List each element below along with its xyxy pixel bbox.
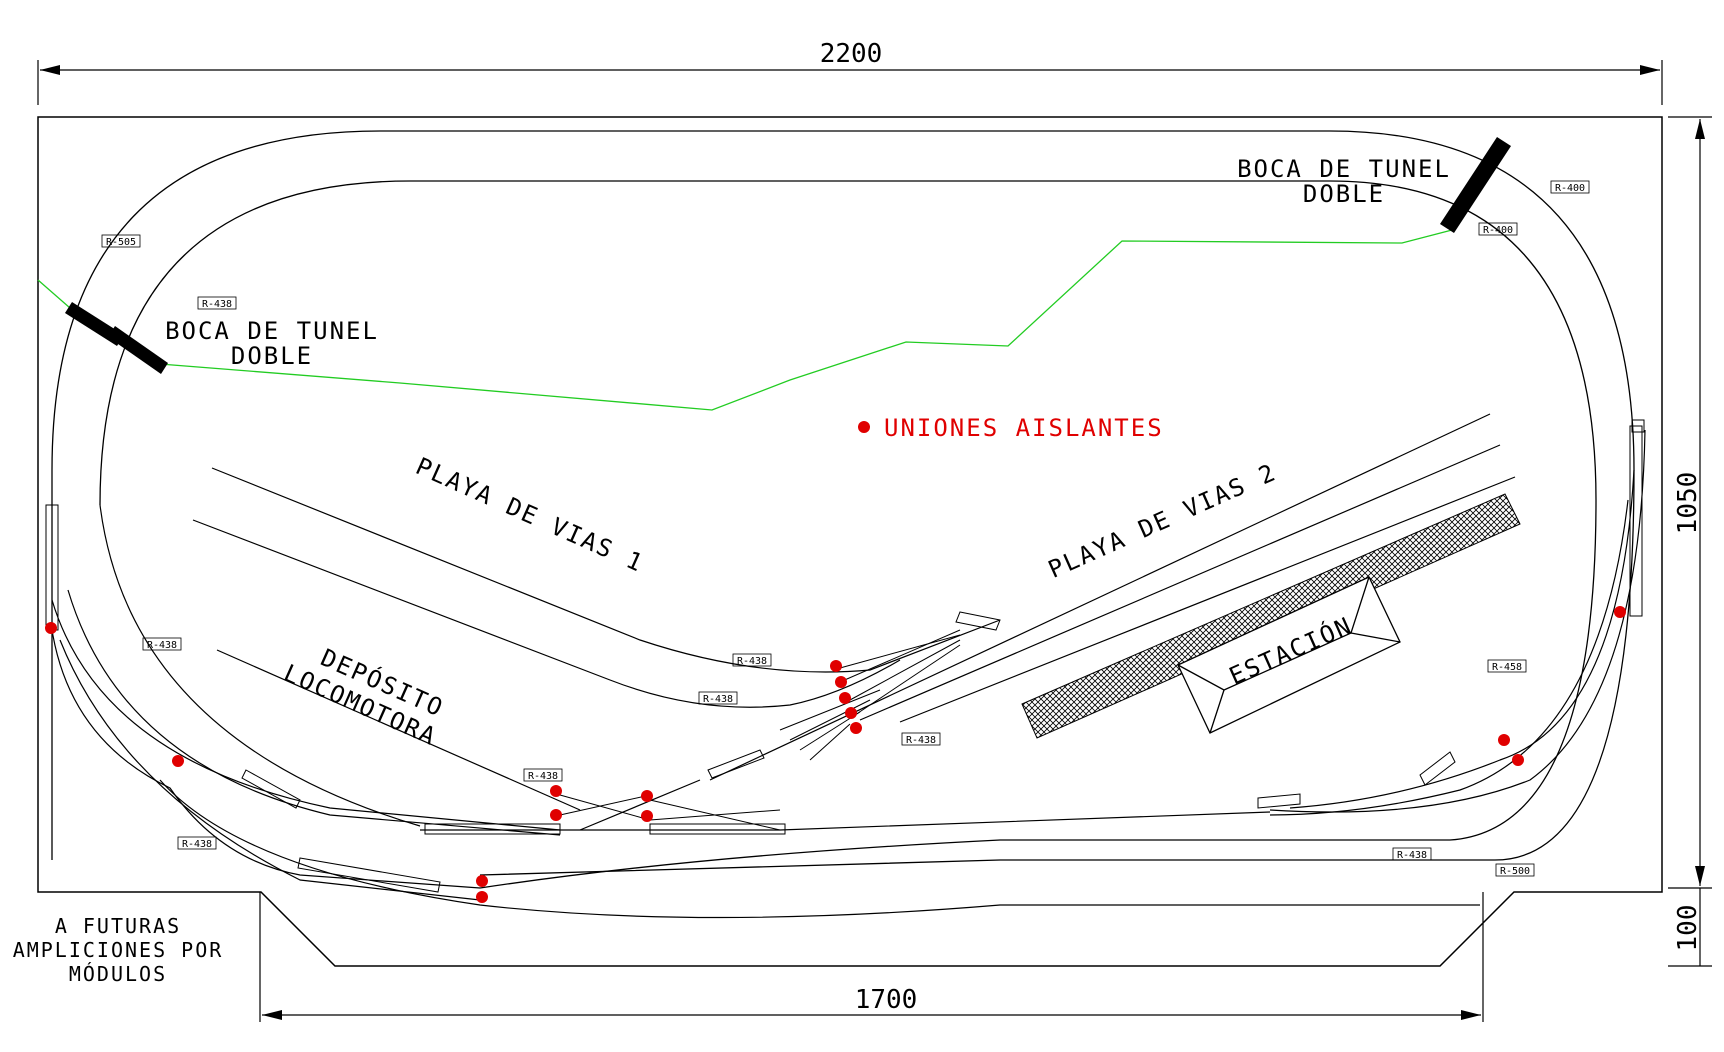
radius-tag: R-438: [147, 640, 177, 651]
dimension-bottom-value: 1700: [855, 985, 918, 1015]
radius-tag: R-438: [202, 299, 232, 310]
left-curves: [51, 504, 1480, 919]
radius-tags: [101, 180, 1590, 877]
station-building: [1177, 576, 1401, 734]
tunnel-left-label-line1: BOCA DE TUNEL: [165, 317, 379, 345]
radius-tag: R-505: [106, 237, 136, 248]
dimension-top-value: 2200: [820, 39, 883, 69]
yard-1-label: PLAYA DE VIAS 1: [412, 452, 649, 578]
yard-2-tracks: [579, 413, 1516, 831]
tunnel-left-label-line2: DOBLE: [231, 342, 313, 370]
legend-label: UNIONES AISLANTES: [884, 414, 1164, 442]
tunnel-right-label-line2: DOBLE: [1303, 180, 1385, 208]
station-platform-hatched: [1021, 493, 1521, 739]
dimension-front-depth-value: 100: [1673, 905, 1703, 952]
radius-tag: R-458: [1492, 662, 1522, 673]
inner-loop-track: [99, 180, 1597, 889]
legend-dot: [858, 421, 870, 433]
radius-tag: R-400: [1555, 183, 1585, 194]
tunnel-portal-left: [65, 302, 168, 374]
outer-loop-track: [51, 130, 1635, 876]
yard-2-label: PLAYA DE VIAS 2: [1044, 458, 1281, 584]
radius-tag: R-438: [906, 735, 936, 746]
turnout-ladder: [559, 629, 961, 831]
insulated-joints: [45, 606, 1626, 903]
future-expansion-line2: AMPLICIONES POR: [13, 938, 224, 962]
right-curves: [420, 429, 1646, 831]
radius-tag: R-438: [182, 839, 212, 850]
tunnel-portal-right: [1440, 137, 1511, 233]
radius-tag: R-438: [737, 656, 767, 667]
tunnel-right-label-line1: BOCA DE TUNEL: [1237, 155, 1451, 183]
dimension-bottom: [259, 892, 1484, 1022]
radius-tag: R-500: [1500, 866, 1530, 877]
yard-1-tracks: [192, 467, 1001, 811]
future-expansion-line1: A FUTURAS: [55, 914, 181, 938]
radius-tag: R-438: [528, 771, 558, 782]
radius-tag: R-438: [703, 694, 733, 705]
turnout-frames: [45, 419, 1645, 893]
baseboard-outline: [37, 116, 1663, 967]
future-expansion-line3: MÓDULOS: [69, 962, 167, 986]
radius-tag: R-438: [1397, 850, 1427, 861]
radius-tag: R-400: [1483, 225, 1513, 236]
dimension-right: [1668, 116, 1712, 967]
dimension-top: [37, 60, 1663, 105]
dimension-right-value: 1050: [1673, 472, 1703, 535]
